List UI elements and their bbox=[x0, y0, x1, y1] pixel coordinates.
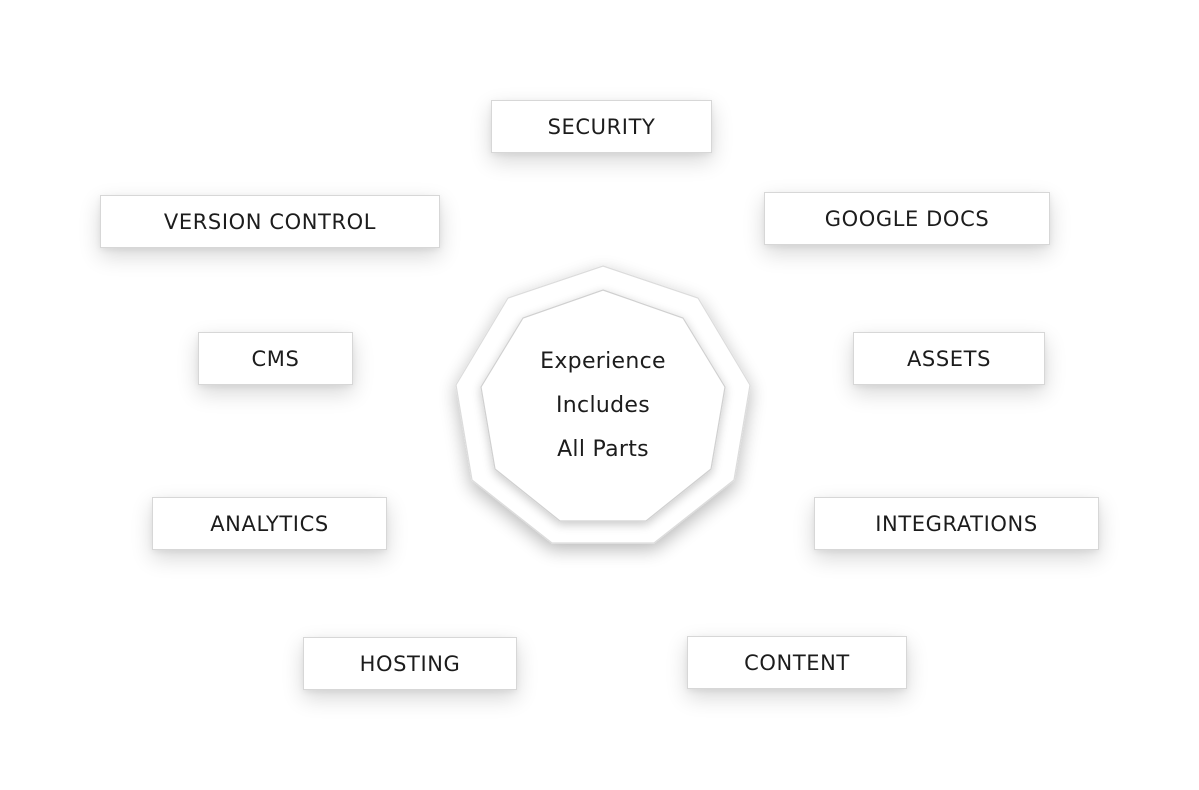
hub-inner-nonagon bbox=[480, 289, 726, 522]
version-control-box: VERSION CONTROL bbox=[100, 195, 440, 248]
hub-label-line-2: Includes bbox=[556, 393, 650, 418]
security-box: SECURITY bbox=[491, 100, 712, 153]
google-docs-box: GOOGLE DOCS bbox=[764, 192, 1050, 245]
hub-label-line-1: Experience bbox=[540, 349, 666, 374]
hub-label: Experience Includes All Parts bbox=[503, 340, 703, 472]
hub-label-line-3: All Parts bbox=[557, 437, 649, 462]
assets-box: ASSETS bbox=[853, 332, 1045, 385]
cms-box: CMS bbox=[198, 332, 353, 385]
content-box: CONTENT bbox=[687, 636, 907, 689]
integrations-box: INTEGRATIONS bbox=[814, 497, 1099, 550]
hosting-box: HOSTING bbox=[303, 637, 517, 690]
analytics-box: ANALYTICS bbox=[152, 497, 387, 550]
